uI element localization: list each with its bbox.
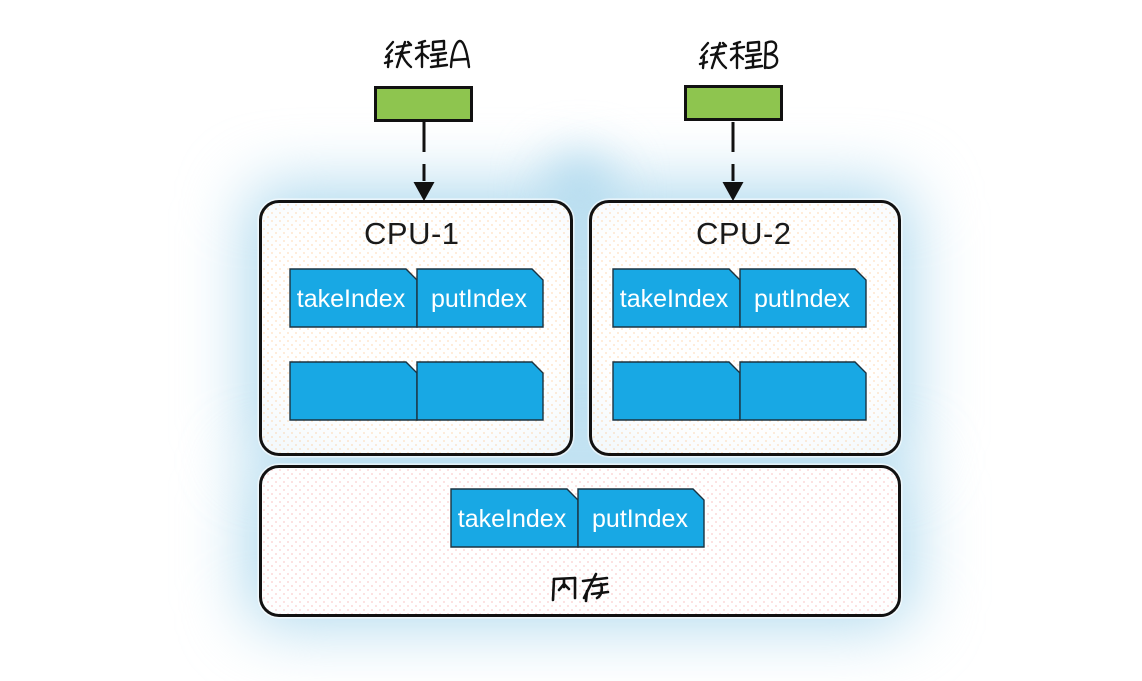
svg-text:putIndex: putIndex [754,285,850,313]
svg-text:takeIndex: takeIndex [458,505,567,533]
svg-text:putIndex: putIndex [592,505,688,533]
svg-text:takeIndex: takeIndex [620,285,729,313]
svg-text:takeIndex: takeIndex [297,285,406,313]
svg-text:putIndex: putIndex [431,285,527,313]
